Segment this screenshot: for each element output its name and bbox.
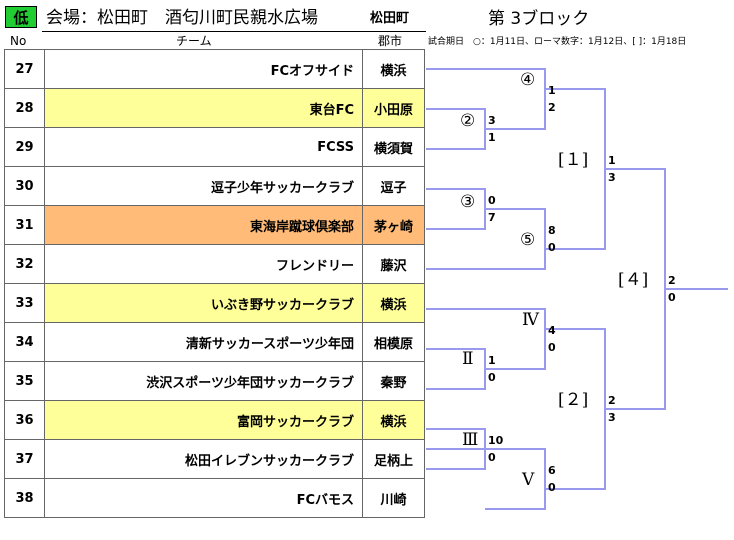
bracket-line: [426, 348, 486, 390]
match-label: [２]: [558, 390, 589, 410]
team-city: 茅ヶ崎: [362, 205, 425, 245]
score-top: 8: [548, 224, 556, 237]
team-number: 33: [4, 283, 45, 323]
match-label: [１]: [558, 150, 589, 170]
score-top: 1: [548, 84, 556, 97]
column-header-no: No: [10, 34, 27, 48]
team-number: 27: [4, 49, 45, 89]
team-name: 富岡サッカークラブ: [44, 400, 363, 440]
team-name: 逗子少年サッカークラブ: [44, 166, 363, 206]
score-bottom: 3: [608, 171, 616, 184]
team-number: 28: [4, 88, 45, 128]
team-name: FCバモス: [44, 478, 363, 518]
score-top: 6: [548, 464, 556, 477]
team-city: 川崎: [362, 478, 425, 518]
team-city: 横浜: [362, 400, 425, 440]
match-label: ②: [460, 111, 476, 131]
score-top: 2: [668, 274, 676, 287]
team-city: 逗子: [362, 166, 425, 206]
match-label: Ⅱ: [462, 349, 474, 369]
match-label: Ⅴ: [522, 470, 535, 490]
venue-title: 会場：松田町 酒匂川町民親水広場: [46, 8, 318, 28]
score-bottom: 2: [548, 101, 556, 114]
score-bottom: 0: [668, 291, 676, 304]
bracket-line: [426, 108, 486, 150]
team-number: 34: [4, 322, 45, 362]
score-bottom: 0: [548, 481, 556, 494]
score-top: 3: [488, 114, 496, 127]
score-top: 4: [548, 324, 556, 337]
block-title: 第 3ブロック: [488, 9, 590, 29]
team-city: 藤沢: [362, 244, 425, 284]
venue-city: 松田町: [370, 11, 410, 26]
team-city: 小田原: [362, 88, 425, 128]
score-bottom: 0: [548, 341, 556, 354]
team-name: 清新サッカースポーツ少年団: [44, 322, 363, 362]
score-top: 0: [488, 194, 496, 207]
score-top: 10: [488, 434, 504, 447]
match-label: Ⅲ: [462, 430, 479, 450]
team-name: 渋沢スポーツ少年団サッカークラブ: [44, 361, 363, 401]
match-date-note: 試合期日 ○：1月11日、ローマ数字：1月12日、[ ]：1月18日: [428, 37, 687, 47]
team-number: 36: [4, 400, 45, 440]
score-bottom: 7: [488, 211, 496, 224]
score-top: 2: [608, 394, 616, 407]
team-city: 相模原: [362, 322, 425, 362]
score-bottom: 0: [488, 371, 496, 384]
team-number: 30: [4, 166, 45, 206]
team-city: 横浜: [362, 283, 425, 323]
team-number: 38: [4, 478, 45, 518]
team-name: 東海岸蹴球倶楽部: [44, 205, 363, 245]
team-name: FCオフサイド: [44, 49, 363, 89]
score-bottom: 3: [608, 411, 616, 424]
team-number: 29: [4, 127, 45, 167]
score-bottom: 0: [548, 241, 556, 254]
team-number: 35: [4, 361, 45, 401]
match-label: ⑤: [520, 230, 536, 250]
team-number: 31: [4, 205, 45, 245]
match-label: ③: [460, 192, 476, 212]
team-number: 32: [4, 244, 45, 284]
team-name: FCSS: [44, 127, 363, 167]
score-bottom: 0: [488, 451, 496, 464]
team-city: 横須賀: [362, 127, 425, 167]
score-top: 1: [488, 354, 496, 367]
team-name: 松田イレブンサッカークラブ: [44, 439, 363, 479]
bracket-line: [426, 188, 486, 230]
match-label: ④: [520, 70, 536, 90]
team-name: 東台FC: [44, 88, 363, 128]
category-badge: 低: [5, 6, 37, 28]
score-bottom: 1: [488, 131, 496, 144]
title-underline: [42, 31, 426, 32]
column-header-team: チーム: [176, 34, 212, 48]
team-city: 足柄上: [362, 439, 425, 479]
match-label: [４]: [618, 270, 649, 290]
column-header-city: 郡市: [378, 34, 403, 48]
score-top: 1: [608, 154, 616, 167]
match-label: Ⅳ: [522, 310, 539, 330]
team-city: 横浜: [362, 49, 425, 89]
